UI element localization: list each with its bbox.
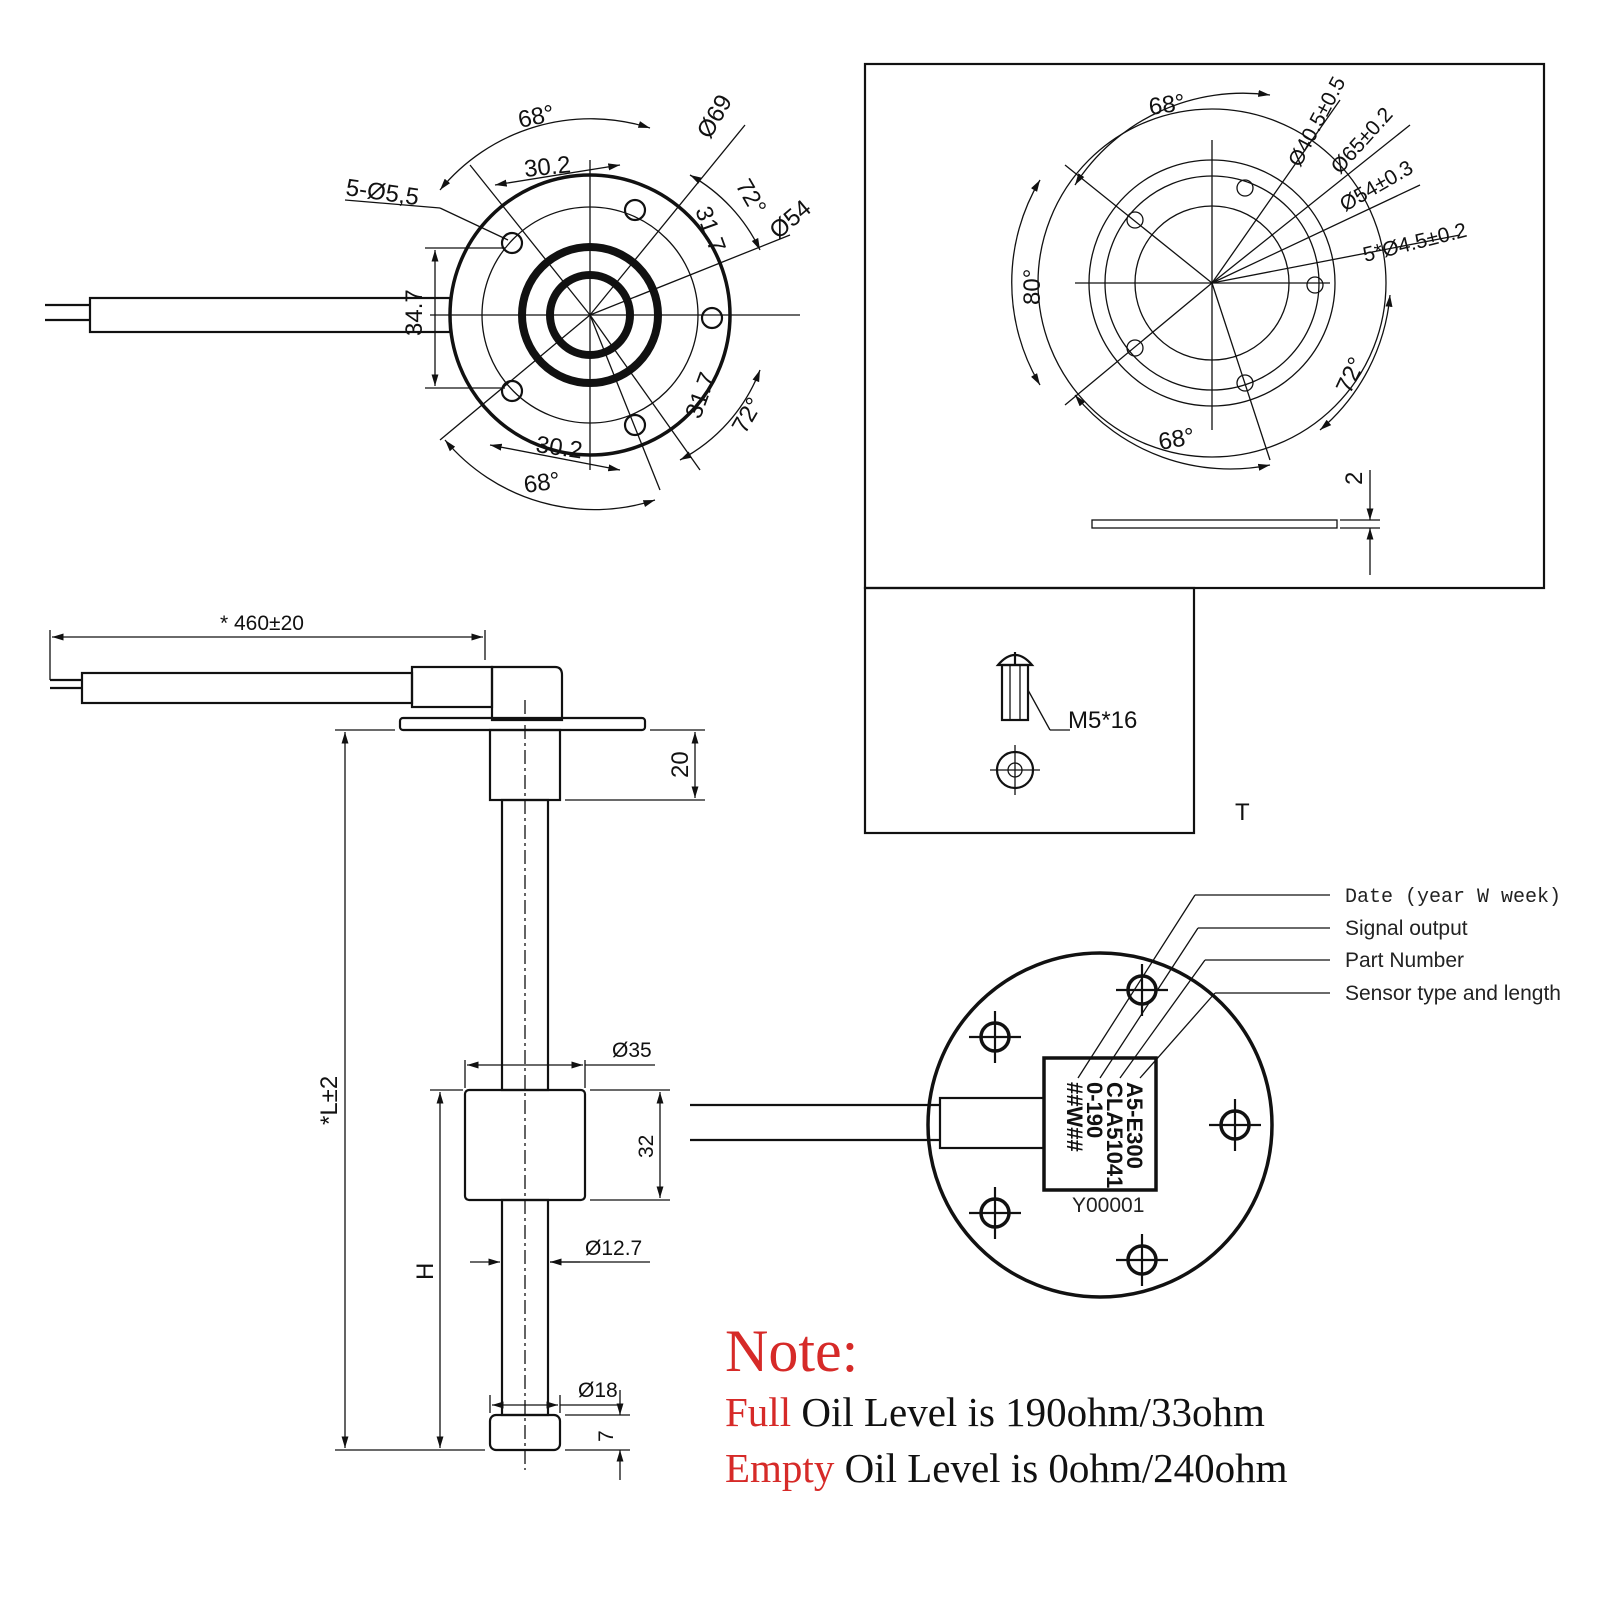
- callout-date: Date (year W week): [1345, 886, 1561, 909]
- callout-signal-output: Signal output: [1345, 917, 1468, 940]
- screw-mark: T: [1235, 799, 1250, 826]
- note-title: Note:: [725, 1318, 859, 1384]
- dim-text: 68°: [1147, 89, 1187, 121]
- dim-text: *L±2: [316, 1076, 343, 1125]
- dim-text: H: [412, 1263, 439, 1280]
- bolt-holes: [500, 198, 724, 437]
- note-empty-line: Empty Oil Level is 0ohm/240ohm: [725, 1440, 1288, 1496]
- dim-text: 68°: [522, 467, 562, 499]
- dim-text: 7: [595, 1430, 618, 1442]
- sensor-side-view: * 460±20 20 *L±2 Ø35 32: [49, 612, 705, 1480]
- resistance-note: Note: Full Oil Level is 190ohm/33ohm Emp…: [725, 1318, 1288, 1496]
- screw-label: M5*16: [1068, 707, 1137, 734]
- label-bolt-holes: [969, 964, 1261, 1286]
- flange-top-view: 68° Ø69 30.2 5-Ø5,5 72° 31.7 Ø54 34.7 31…: [45, 90, 817, 511]
- callout-part-number: Part Number: [1345, 949, 1464, 972]
- dim-text: Ø35: [612, 1039, 652, 1062]
- note-full-word: Full: [725, 1389, 792, 1435]
- dim-text: 2: [1341, 472, 1368, 485]
- dim-text: 32: [635, 1135, 658, 1158]
- label-line: ##W##: [1062, 1082, 1087, 1152]
- dim-text: 20: [667, 751, 694, 778]
- note-empty-text: Oil Level is 0ohm/240ohm: [834, 1445, 1288, 1491]
- dim-text: 72°: [727, 393, 769, 438]
- dim-text: 5-Ø5,5: [344, 174, 420, 211]
- dim-text: Ø12.7: [585, 1237, 642, 1260]
- dim-text: * 460±20: [220, 612, 304, 635]
- callout-sensor-type: Sensor type and length: [1345, 982, 1561, 1005]
- dim-text: 72°: [1331, 353, 1371, 397]
- dim-text: 34.7: [401, 289, 428, 336]
- screw-view: M5*16 T: [990, 652, 1250, 826]
- dim-text: Ø69: [692, 90, 738, 143]
- gasket-template-view: 68° Ø40.5±0.5 Ø65±0.2 Ø54±0.3 5*Ø4.5±0.2…: [863, 62, 1546, 835]
- dim-text: 31.7: [689, 203, 730, 256]
- dim-text: Ø18: [578, 1379, 618, 1402]
- dim-text: 31.7: [680, 369, 721, 422]
- dim-text: 68°: [516, 100, 557, 134]
- dim-text: Ø54: [765, 195, 817, 245]
- dim-text: 68°: [1156, 423, 1196, 456]
- note-full-text: Oil Level is 190ohm/33ohm: [791, 1389, 1265, 1435]
- serial-number: Y00001: [1072, 1194, 1144, 1217]
- label-line: CLA51041: [1102, 1082, 1127, 1188]
- note-full-line: Full Oil Level is 190ohm/33ohm: [725, 1384, 1288, 1440]
- dim-text: 80°: [1019, 269, 1046, 305]
- label-line: A5-E300: [1122, 1082, 1147, 1169]
- label-line: 0-190: [1082, 1082, 1107, 1138]
- dim-text: 30.2: [534, 431, 584, 464]
- note-empty-word: Empty: [725, 1445, 835, 1491]
- dim-text: 30.2: [523, 151, 572, 183]
- sensor-label-view: Date (year W week) Signal output Part Nu…: [690, 886, 1561, 1299]
